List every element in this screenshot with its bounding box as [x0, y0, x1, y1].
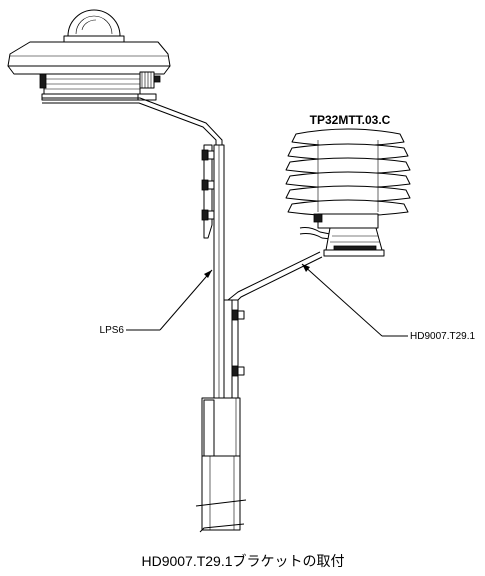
- bracket-label: HD9007.T29.1: [410, 331, 475, 342]
- thermo-hygrometer-shield: [285, 128, 411, 257]
- bracket-leader: [301, 263, 408, 337]
- mast-leader: [126, 269, 213, 331]
- upper-bracket: [42, 97, 223, 239]
- figure-caption: HD9007.T29.1ブラケットの取付: [141, 553, 344, 569]
- sensor-model-label: TP32MTT.03.C: [310, 113, 391, 127]
- pyranometer: [7, 9, 171, 101]
- mast-label: LPS6: [100, 325, 125, 336]
- support-pole: [195, 397, 247, 533]
